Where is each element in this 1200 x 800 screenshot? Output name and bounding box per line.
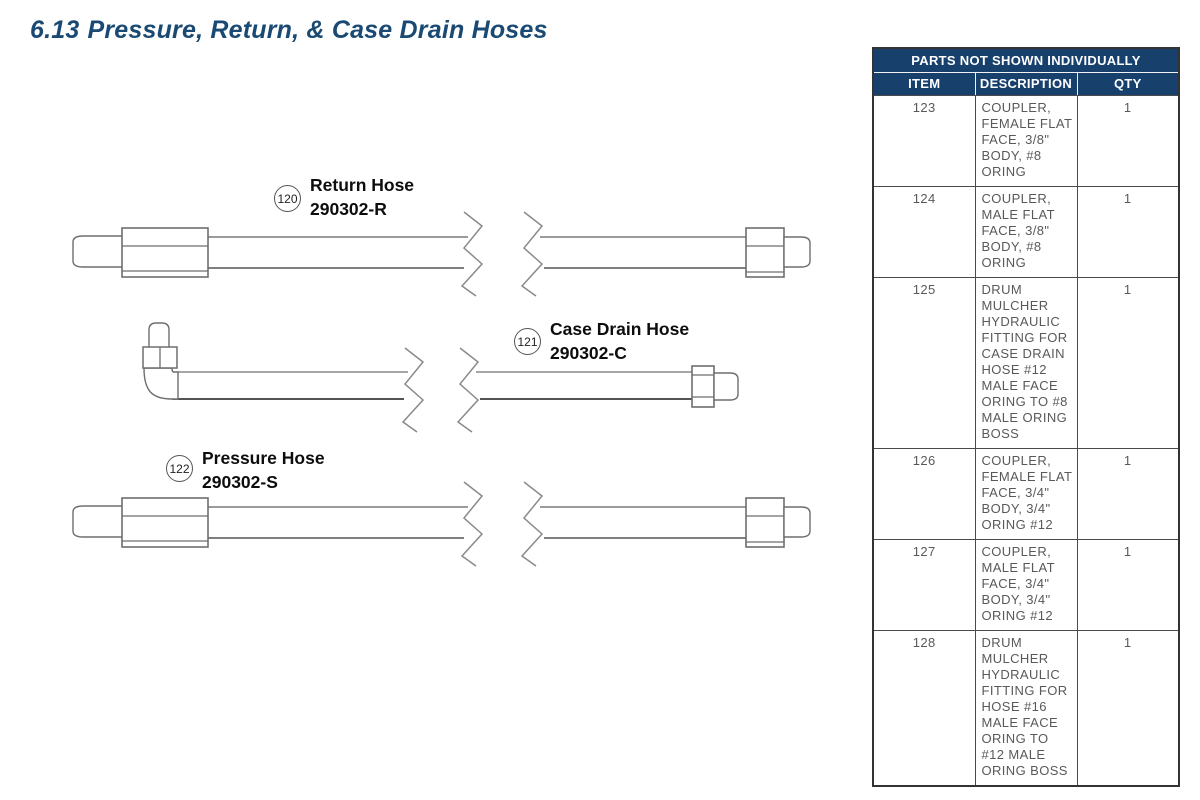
callout-120: 120	[274, 185, 301, 212]
table-row: 126 COUPLER, FEMALE FLAT FACE, 3/4" BODY…	[872, 448, 1180, 540]
qty-cell: 1	[1076, 630, 1180, 787]
description-cell: COUPLER, FEMALE FLAT FACE, 3/8" BODY, #8…	[974, 95, 1078, 187]
section-number: 6.13	[30, 16, 80, 44]
table-row: 128 DRUM MULCHER HYDRAULIC FITTING FOR H…	[872, 630, 1180, 787]
hose-name: Case Drain Hose	[550, 319, 690, 339]
table-row: 123 COUPLER, FEMALE FLAT FACE, 3/8" BODY…	[872, 95, 1180, 187]
item-cell: 126	[872, 448, 976, 540]
qty-cell: 1	[1076, 277, 1180, 449]
hose-name: Pressure Hose	[202, 448, 325, 468]
table-row: 124 COUPLER, MALE FLAT FACE, 3/8" BODY, …	[872, 186, 1180, 278]
item-cell: 124	[872, 186, 976, 278]
hose-part-number: 290302-S	[202, 472, 278, 492]
hose-part-number: 290302-R	[310, 199, 387, 219]
item-cell: 125	[872, 277, 976, 449]
return-hose-drawing	[72, 211, 811, 297]
pressure-hose-drawing	[72, 481, 811, 567]
column-header-item: ITEM	[872, 72, 976, 96]
table-row: 127 COUPLER, MALE FLAT FACE, 3/4" BODY, …	[872, 539, 1180, 631]
description-cell: DRUM MULCHER HYDRAULIC FITTING FOR CASE …	[974, 277, 1078, 449]
table-caption-row: PARTS NOT SHOWN INDIVIDUALLY	[872, 47, 1180, 73]
description-cell: COUPLER, MALE FLAT FACE, 3/8" BODY, #8 O…	[974, 186, 1078, 278]
case-drain-hose-drawing	[142, 322, 739, 433]
pressure-hose-label: Pressure Hose 290302-S	[202, 446, 325, 494]
qty-cell: 1	[1076, 95, 1180, 187]
column-header-qty: QTY	[1076, 72, 1180, 96]
item-cell: 127	[872, 539, 976, 631]
qty-cell: 1	[1076, 448, 1180, 540]
qty-cell: 1	[1076, 539, 1180, 631]
return-hose-label: Return Hose 290302-R	[310, 173, 414, 221]
table-header-row: ITEM DESCRIPTION QTY	[872, 72, 1180, 96]
qty-cell: 1	[1076, 186, 1180, 278]
elbow-fitting	[143, 367, 179, 400]
hose-part-number: 290302-C	[550, 343, 627, 363]
hose-name: Return Hose	[310, 175, 415, 195]
column-header-description: DESCRIPTION	[974, 72, 1078, 96]
section-title: Pressure, Return, & Case Drain Hoses	[87, 16, 548, 44]
case-drain-hose-label: Case Drain Hose 290302-C	[550, 317, 689, 365]
description-cell: DRUM MULCHER HYDRAULIC FITTING FOR HOSE …	[974, 630, 1078, 787]
callout-122: 122	[166, 455, 193, 482]
table-title: PARTS NOT SHOWN INDIVIDUALLY	[872, 47, 1180, 73]
item-cell: 128	[872, 630, 976, 787]
callout-121: 121	[514, 328, 541, 355]
description-cell: COUPLER, FEMALE FLAT FACE, 3/4" BODY, 3/…	[974, 448, 1078, 540]
parts-not-shown-table: PARTS NOT SHOWN INDIVIDUALLY ITEM DESCRI…	[872, 47, 1180, 787]
item-cell: 123	[872, 95, 976, 187]
table-row: 125 DRUM MULCHER HYDRAULIC FITTING FOR C…	[872, 277, 1180, 449]
description-cell: COUPLER, MALE FLAT FACE, 3/4" BODY, 3/4"…	[974, 539, 1078, 631]
